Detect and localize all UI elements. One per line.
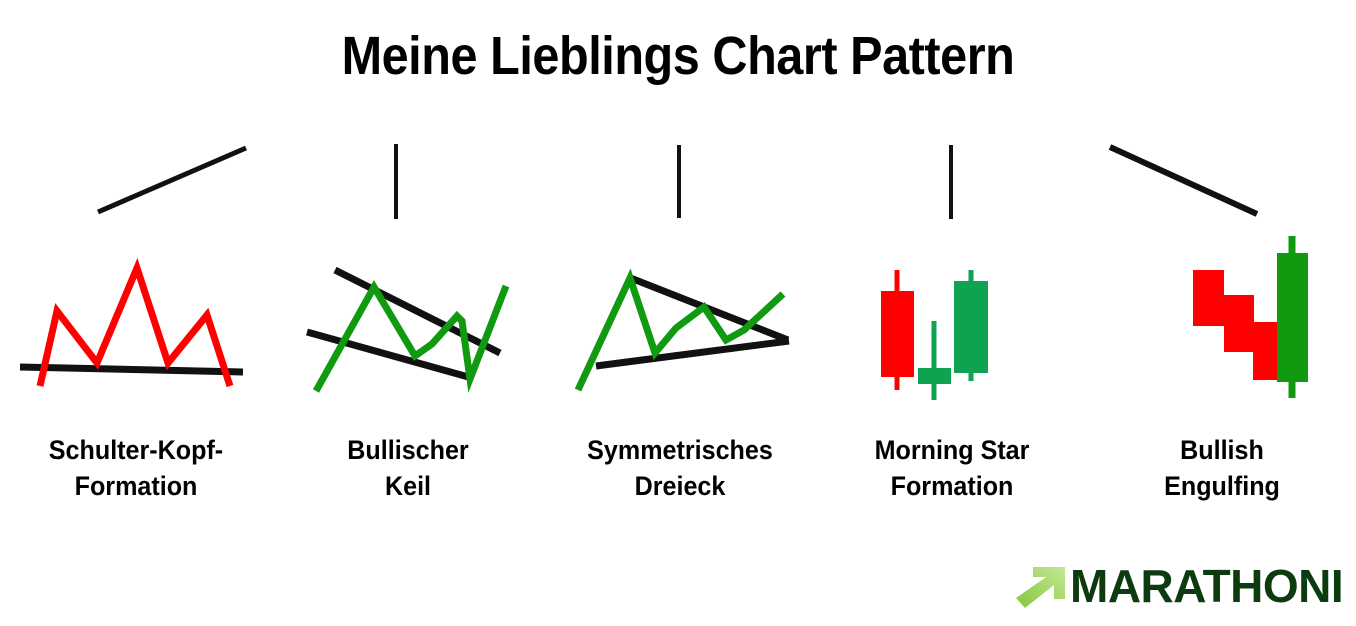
candle-bearish-2: [1224, 295, 1254, 352]
price-path-bullish-wedge: [312, 279, 510, 393]
candle-body: [1224, 295, 1254, 352]
pattern-symmetrisches-dreieck: Symmetrisches Dreieck: [544, 130, 816, 530]
pattern-gallery: Schulter-Kopf- Formation Bullischer Keil: [0, 130, 1356, 530]
descending-trendline-icon: [1108, 144, 1259, 217]
pattern-figure-head-and-shoulders: [0, 130, 272, 430]
neckline: [19, 363, 244, 376]
pattern-bullischer-keil: Bullischer Keil: [272, 130, 544, 530]
pattern-label-symmetrisches-dreieck: Symmetrisches Dreieck: [587, 435, 773, 501]
candle-doji: [918, 321, 951, 400]
ascending-trendline-icon: [97, 145, 247, 215]
candle-body: [954, 281, 988, 373]
pattern-label-morning-star-formation: Morning Star Formation: [874, 435, 1030, 501]
pattern-morning-star-formation: Morning Star Formation: [816, 130, 1088, 530]
candle-body: [881, 291, 914, 377]
upper-trendline: [333, 266, 502, 357]
logo-wordmark: MARATHONI: [1070, 560, 1344, 612]
brand-logo: MARATHONI: [1016, 558, 1344, 614]
pattern-figure-morning-star: [816, 130, 1088, 430]
lower-trendline: [595, 337, 790, 370]
pattern-figure-symmetrical-triangle: [544, 130, 816, 430]
candle-bearish-1: [881, 270, 914, 390]
pattern-schulter-kopf-formation: Schulter-Kopf- Formation: [0, 130, 272, 530]
pattern-label-bullish-engulfing: Bullish Engulfing: [1164, 435, 1280, 501]
pattern-bullish-engulfing: Bullish Engulfing: [1086, 130, 1356, 530]
candle-body: [918, 368, 951, 384]
lower-trendline: [306, 328, 473, 382]
price-path-symmetrical-triangle: [574, 268, 786, 392]
pattern-figure-bullish-engulfing: [1086, 130, 1356, 430]
page-title: Meine Lieblings Chart Pattern: [341, 26, 1015, 86]
candle-bearish-1: [1193, 270, 1224, 326]
candle-body: [1277, 253, 1308, 382]
pattern-figure-bullish-wedge: [272, 130, 544, 430]
arrow-up-right-icon: [1016, 567, 1065, 608]
candle-body: [1193, 270, 1224, 326]
candle-bullish: [954, 270, 988, 381]
pattern-label-schulter-kopf-formation: Schulter-Kopf- Formation: [48, 435, 224, 501]
pattern-label-bullischer-keil: Bullischer Keil: [347, 435, 469, 501]
candle-bullish-engulfing: [1277, 236, 1308, 398]
price-path-head-and-shoulders: [36, 257, 234, 388]
